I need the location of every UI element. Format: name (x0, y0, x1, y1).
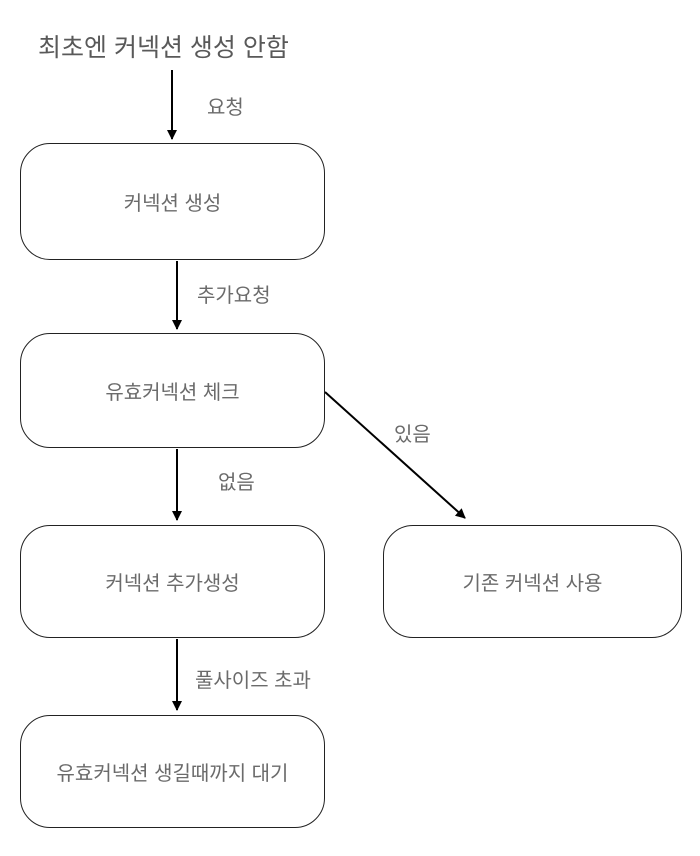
node-check-valid-connection: 유효커넥션 체크 (20, 333, 325, 448)
edge-label-additional-request: 추가요청 (197, 285, 271, 307)
edge-label-request: 요청 (207, 97, 244, 119)
arrow-check-to-use-existing (324, 391, 466, 519)
edge-label-none: 없음 (218, 472, 255, 494)
edge-label-exists: 있음 (394, 424, 431, 446)
node-use-existing-connection: 기존 커넥션 사용 (383, 525, 682, 638)
edge-label-pool-size-exceeded: 풀사이즈 초과 (195, 670, 311, 692)
diagram-title: 최초엔 커넥션 생성 안함 (38, 34, 289, 62)
node-create-more-connection: 커넥션 추가생성 (20, 525, 325, 638)
node-create-connection: 커넥션 생성 (20, 143, 325, 260)
node-wait-for-connection: 유효커넥션 생길때까지 대기 (20, 715, 325, 828)
